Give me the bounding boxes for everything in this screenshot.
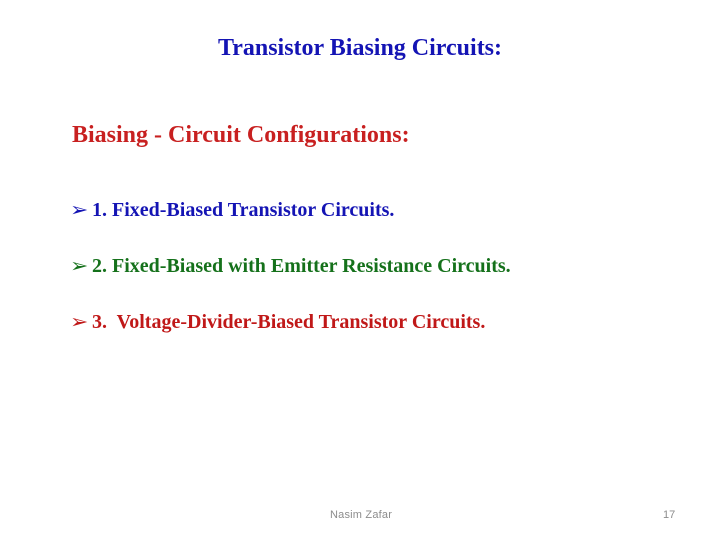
arrowhead-bullet-icon: ➢ xyxy=(70,255,89,277)
bullet-list: ➢ 1. Fixed-Biased Transistor Circuits. ➢… xyxy=(70,198,690,366)
footer-page-number: 17 xyxy=(663,509,676,521)
page-title: Transistor Biasing Circuits: xyxy=(217,35,503,61)
list-item-label: 2. Fixed-Biased with Emitter Resistance … xyxy=(92,255,511,277)
list-item-label: 1. Fixed-Biased Transistor Circuits. xyxy=(92,199,395,221)
arrowhead-bullet-icon: ➢ xyxy=(70,199,89,221)
slide-subtitle: Biasing - Circuit Configurations: xyxy=(72,122,410,148)
footer-author: Nasim Zafar xyxy=(330,509,393,521)
list-item: ➢ 2. Fixed-Biased with Emitter Resistanc… xyxy=(70,254,690,310)
arrowhead-bullet-icon: ➢ xyxy=(70,311,89,333)
list-item-label: 3. Voltage-Divider-Biased Transistor Cir… xyxy=(92,311,486,333)
list-item: ➢ 3. Voltage-Divider-Biased Transistor C… xyxy=(70,310,690,366)
list-item: ➢ 1. Fixed-Biased Transistor Circuits. xyxy=(70,198,690,254)
